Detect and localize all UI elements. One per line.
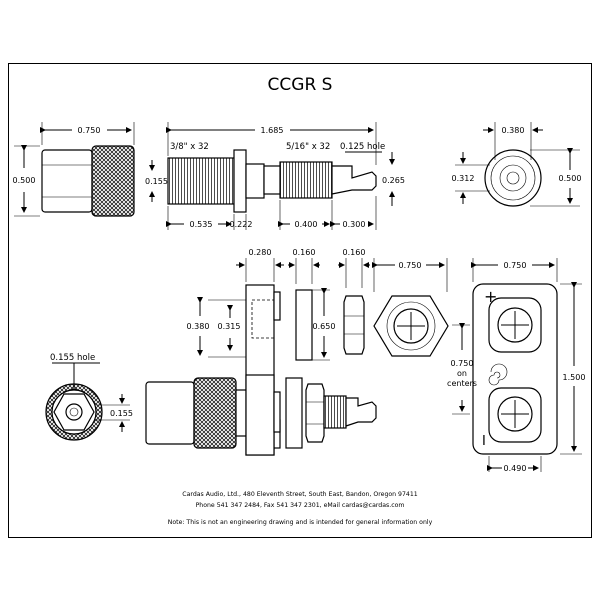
dim-0750-mid: 0.750: [399, 261, 422, 270]
footer-address: Cardas Audio, Ltd., 480 Eleventh Street,…: [182, 491, 418, 498]
assembled-binding-post-side-view: [145, 374, 377, 456]
hex-nut-front-view: [373, 295, 449, 357]
thread-label-3-8: 3/8" x 32: [170, 142, 209, 152]
dim-0155-end: 0.155: [110, 409, 133, 418]
washer-plate-side-view: [295, 289, 313, 361]
drawing-border: [8, 63, 592, 538]
hole-label-0125: 0.125 hole: [340, 142, 385, 152]
dim-0400: 0.400: [295, 220, 318, 229]
dim-on-label: on: [457, 369, 467, 378]
dim-0300: 0.300: [343, 220, 366, 229]
hex-nut-side-view: [343, 295, 365, 355]
dim-0160-b: 0.160: [343, 248, 366, 257]
footer-note: Note: This is not an engineering drawing…: [168, 519, 433, 526]
dim-0750-centers: 0.750: [451, 359, 474, 368]
dim-0535: 0.535: [190, 220, 213, 229]
dim-0380-mid: 0.380: [187, 322, 210, 331]
dim-0490: 0.490: [504, 464, 527, 473]
dim-0380-top: 0.380: [502, 126, 525, 135]
dim-0265: 0.265: [382, 176, 405, 185]
hole-label-0155: 0.155 hole: [50, 353, 95, 363]
dim-0160-a: 0.160: [293, 248, 316, 257]
thread-label-5-16: 5/16" x 32: [286, 142, 330, 152]
dim-0750-top: 0.750: [78, 126, 101, 135]
dim-0155-stud: 0.155: [145, 177, 168, 186]
dim-0750-right: 0.750: [504, 261, 527, 270]
dim-1685: 1.685: [261, 126, 284, 135]
drawing-title: CCGR S: [268, 75, 333, 95]
washer-end-view: [484, 149, 542, 207]
knurled-nut-end-view: [45, 383, 103, 441]
threaded-stud-side-view: [167, 149, 377, 213]
dim-0312: 0.312: [452, 174, 475, 183]
knurled-nut-side-view: [41, 145, 135, 217]
dim-0500-left: 0.500: [13, 176, 36, 185]
dim-0222: 0.222: [230, 220, 253, 229]
dim-1500: 1.500: [563, 373, 586, 382]
minus-sign: I: [482, 434, 486, 449]
footer-contact: Phone 541 347 2484, Fax 541 347 2301, eM…: [196, 501, 405, 509]
binding-post-plate-front-view: + I: [472, 283, 558, 455]
dim-0280: 0.280: [249, 248, 272, 257]
dim-0500-right: 0.500: [559, 174, 582, 183]
dim-centers-label: centers: [447, 379, 477, 388]
dim-0650: 0.650: [313, 322, 336, 331]
dim-0315: 0.315: [218, 322, 241, 331]
nautilus-logo: [488, 363, 508, 386]
